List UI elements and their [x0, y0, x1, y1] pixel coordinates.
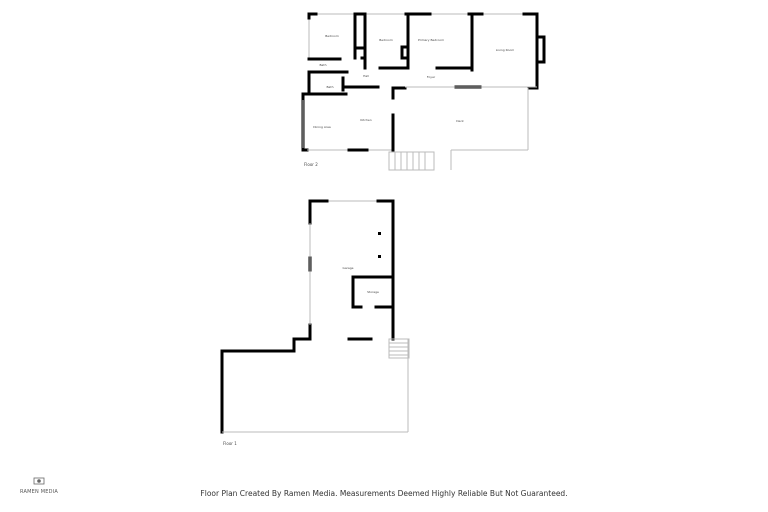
floor-label: Floor 2: [304, 162, 318, 167]
camera-icon: [33, 477, 45, 485]
stairs: [388, 151, 435, 171]
room-label: Garage: [343, 266, 354, 270]
floor-label: Floor 1: [223, 441, 237, 446]
disclaimer: Floor Plan Created By Ramen Media. Measu…: [200, 489, 568, 498]
room-label: Dining Area: [313, 125, 331, 129]
room-label: Deck: [456, 119, 464, 123]
floor-2-plan: Bedroom Bedroom Primary Bedroom Living R…: [301, 12, 546, 171]
room-label: Bedroom: [379, 38, 393, 42]
room-label: Bath: [320, 63, 327, 67]
column: [378, 255, 381, 258]
room-label: Bath: [327, 85, 334, 89]
room-label: Primary Bedroom: [418, 38, 444, 42]
room-label: Storage: [367, 290, 379, 294]
room-label: Living Room: [496, 48, 514, 52]
stairs: [388, 338, 410, 359]
room-label: Bedroom: [325, 34, 339, 38]
room-label: Kitchen: [360, 118, 371, 122]
room-label: Foyer: [427, 75, 436, 79]
logo-text: RAMEN MEDIA: [20, 489, 58, 495]
floor-1-plan: Garage Storage Floor 1: [220, 199, 410, 446]
ramen-media-logo: RAMEN MEDIA: [14, 470, 64, 495]
room-label: Hall: [363, 74, 369, 78]
column: [378, 232, 381, 235]
